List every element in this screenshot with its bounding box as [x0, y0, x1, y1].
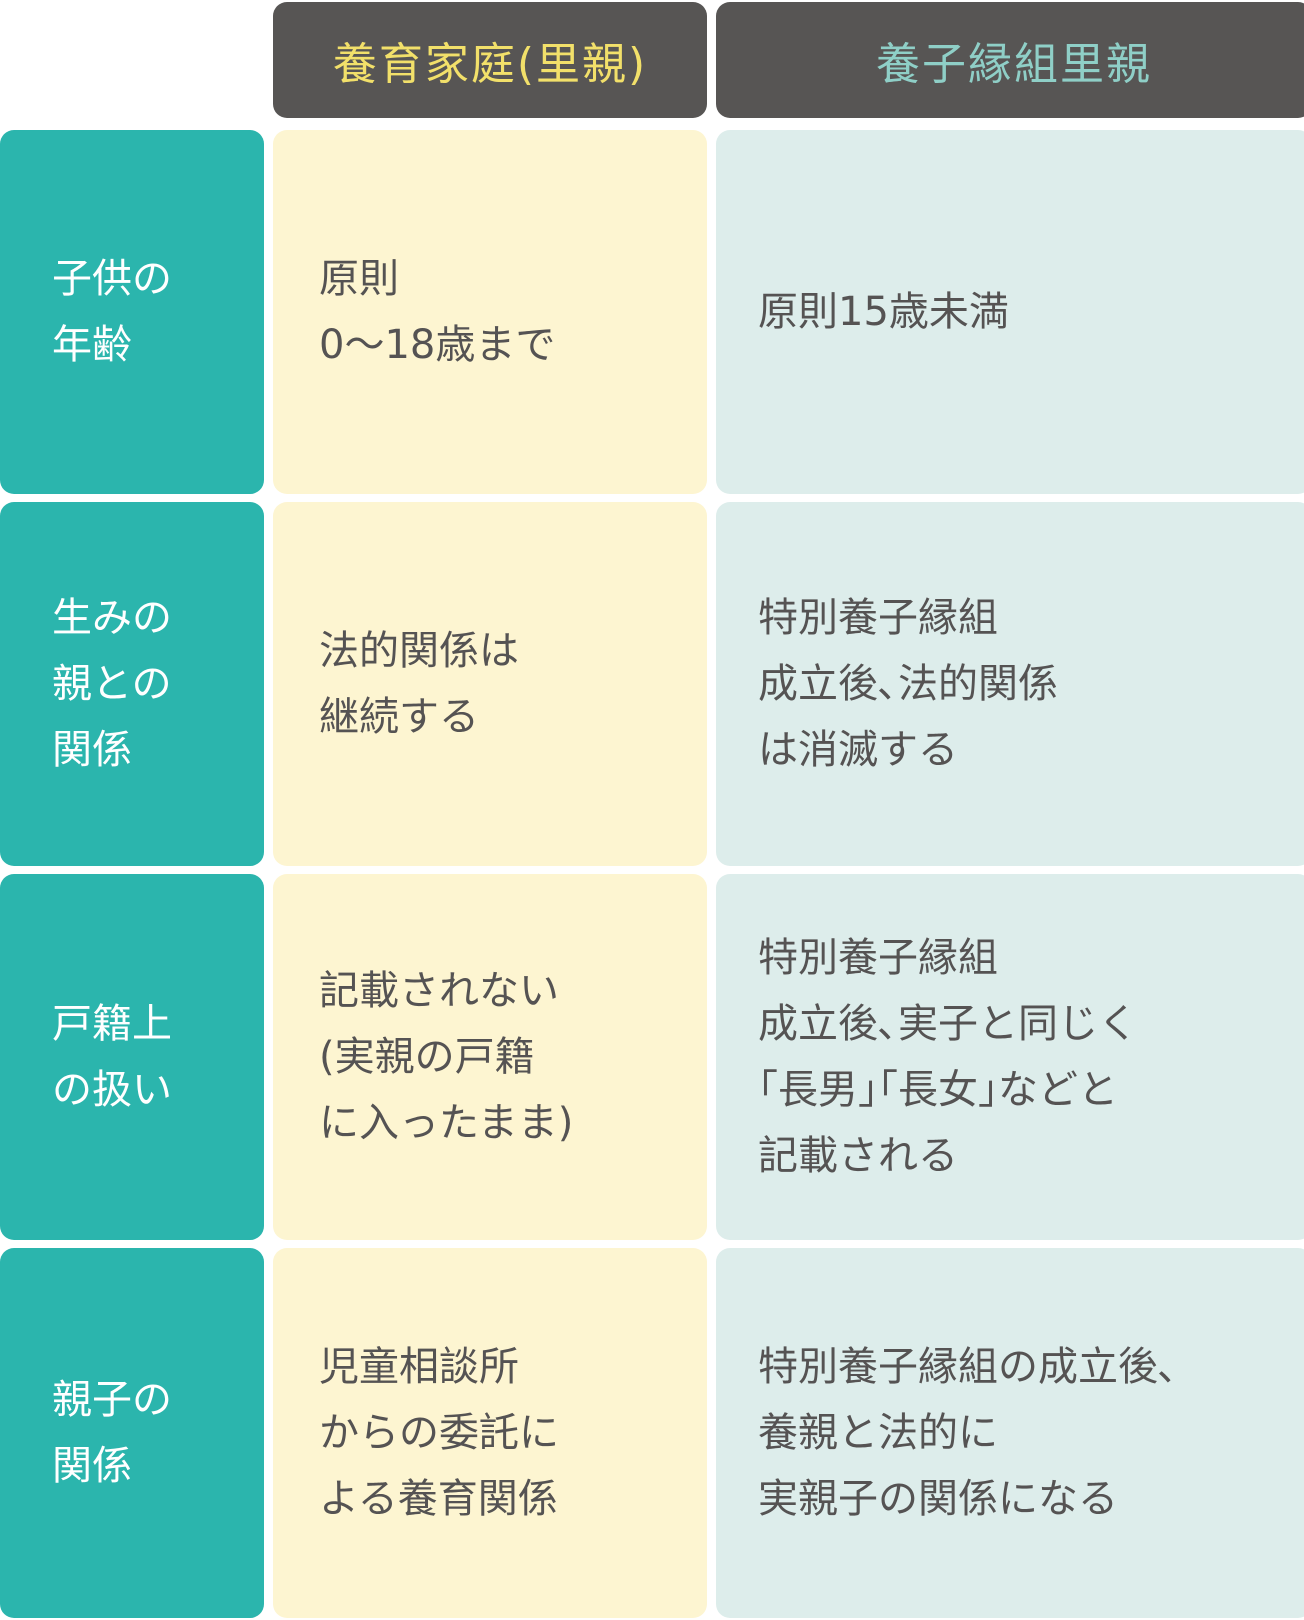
adoption-cell-birth-parent-relation: 特別養子縁組 成立後､法的関係 は消滅する: [716, 502, 1304, 866]
row-header-child-age: 子供の 年齢: [0, 130, 264, 494]
foster-cell-family-register: 記載されない (実親の戸籍 に入ったまま): [273, 874, 707, 1240]
adoption-cell-child-age: 原則15歳未満: [716, 130, 1304, 494]
foster-cell-child-age: 原則 0〜18歳まで: [273, 130, 707, 494]
foster-cell-birth-parent-relation: 法的関係は 継続する: [273, 502, 707, 866]
foster-cell-parent-child-relation: 児童相談所 からの委託に よる養育関係: [273, 1248, 707, 1618]
row-header-parent-child-relation: 親子の 関係: [0, 1248, 264, 1618]
row-header-family-register: 戸籍上 の扱い: [0, 874, 264, 1240]
column-header-adoption-foster: 養子縁組里親: [716, 2, 1304, 118]
row-header-birth-parent-relation: 生みの 親との 関係: [0, 502, 264, 866]
table-corner: [0, 0, 264, 122]
adoption-cell-parent-child-relation: 特別養子縁組の成立後､ 養親と法的に 実親子の関係になる: [716, 1248, 1304, 1618]
adoption-cell-family-register: 特別養子縁組 成立後､実子と同じく ｢長男｣｢長女｣などと 記載される: [716, 874, 1304, 1240]
column-header-foster-family: 養育家庭(里親): [273, 2, 707, 118]
